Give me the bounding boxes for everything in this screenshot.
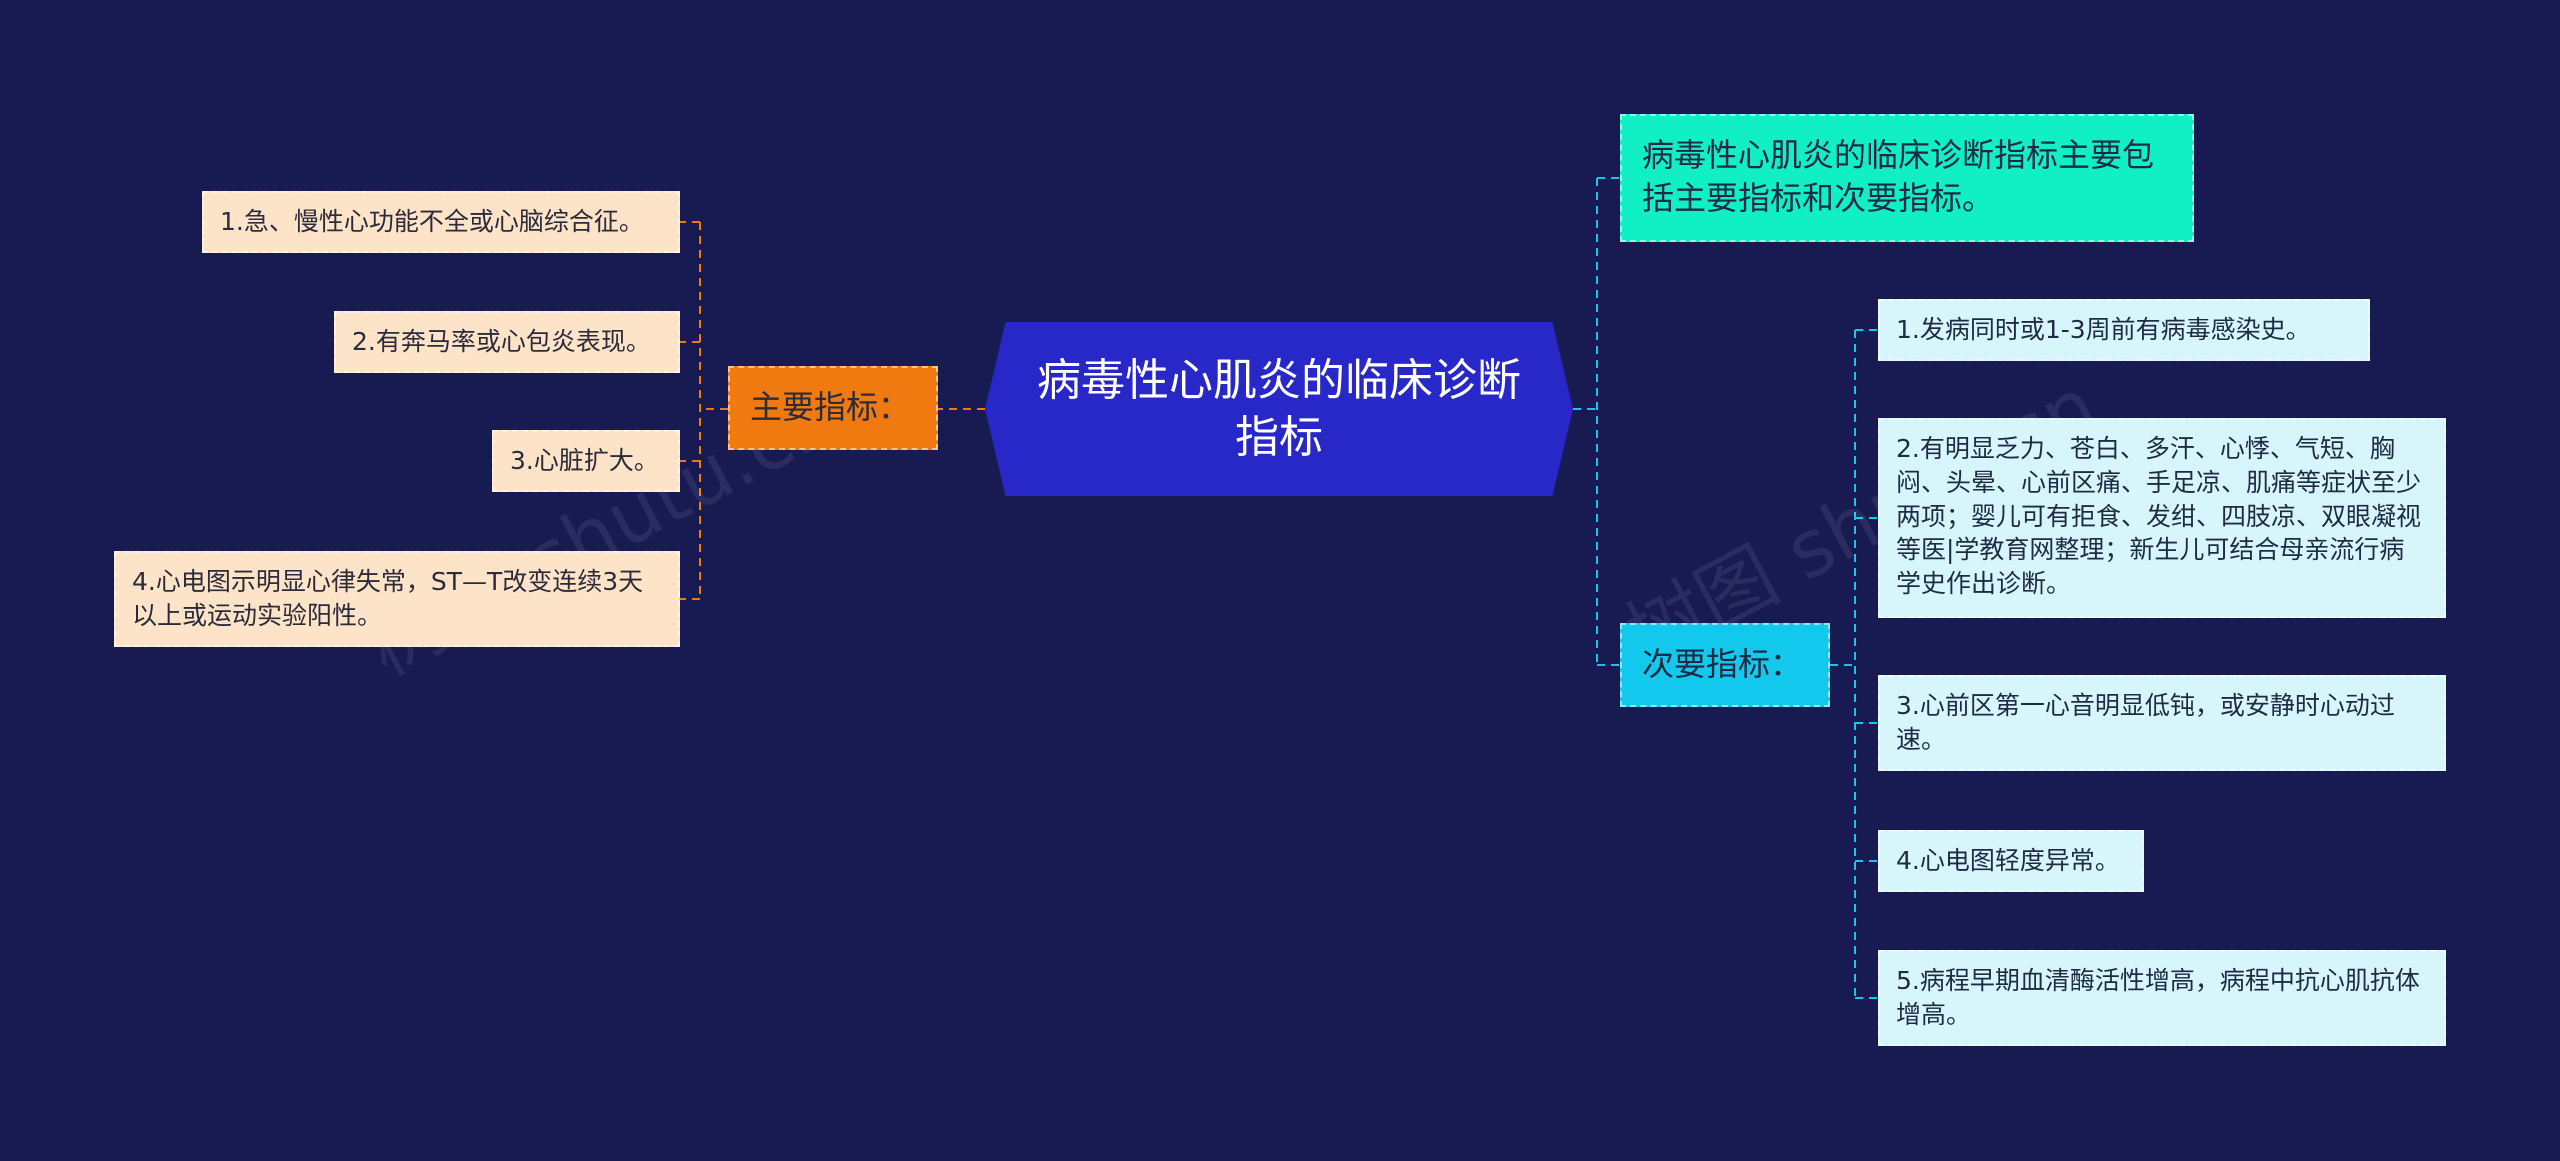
main-criteria-item-4[interactable]: 4.心电图示明显心律失常，ST—T改变连续3天以上或运动实验阳性。 [114,551,680,647]
branch-main-criteria-label: 主要指标： [750,388,911,427]
main-criteria-item-2[interactable]: 2.有奔马率或心包炎表现。 [334,311,680,373]
branch-minor-criteria[interactable]: 次要指标： [1620,623,1830,707]
main-criteria-item-label: 2.有奔马率或心包炎表现。 [352,327,651,356]
root-topic-label: 病毒性心肌炎的临床诊断指标 [1037,354,1521,463]
branch-minor-criteria-label: 次要指标： [1642,645,1803,684]
minor-criteria-item-2[interactable]: 2.有明显乏力、苍白、多汗、心悸、气短、胸闷、头晕、心前区痛、手足凉、肌痛等症状… [1878,418,2446,618]
main-criteria-item-label: 3.心脏扩大。 [510,446,659,475]
minor-criteria-item-3[interactable]: 3.心前区第一心音明显低钝，或安静时心动过速。 [1878,675,2446,771]
minor-criteria-item-label: 3.心前区第一心音明显低钝，或安静时心动过速。 [1896,691,2395,754]
minor-criteria-item-label: 2.有明显乏力、苍白、多汗、心悸、气短、胸闷、头晕、心前区痛、手足凉、肌痛等症状… [1896,434,2422,598]
main-criteria-item-label: 4.心电图示明显心律失常，ST—T改变连续3天以上或运动实验阳性。 [132,567,644,630]
minor-criteria-item-5[interactable]: 5.病程早期血清酶活性增高，病程中抗心肌抗体增高。 [1878,950,2446,1046]
minor-criteria-item-label: 4.心电图轻度异常。 [1896,846,2120,875]
branch-main-criteria[interactable]: 主要指标： [728,366,938,450]
minor-criteria-item-label: 5.病程早期血清酶活性增高，病程中抗心肌抗体增高。 [1896,966,2420,1029]
minor-criteria-item-1[interactable]: 1.发病同时或1-3周前有病毒感染史。 [1878,299,2370,361]
minor-criteria-item-label: 1.发病同时或1-3周前有病毒感染史。 [1896,315,2311,344]
main-criteria-item-label: 1.急、慢性心功能不全或心脑综合征。 [220,207,644,236]
root-topic[interactable]: 病毒性心肌炎的临床诊断指标 [985,322,1573,496]
summary-topic-label: 病毒性心肌炎的临床诊断指标主要包括主要指标和次要指标。 [1642,136,2155,218]
summary-topic[interactable]: 病毒性心肌炎的临床诊断指标主要包括主要指标和次要指标。 [1620,114,2194,242]
main-criteria-item-3[interactable]: 3.心脏扩大。 [492,430,680,492]
minor-criteria-item-4[interactable]: 4.心电图轻度异常。 [1878,830,2144,892]
main-criteria-item-1[interactable]: 1.急、慢性心功能不全或心脑综合征。 [202,191,680,253]
